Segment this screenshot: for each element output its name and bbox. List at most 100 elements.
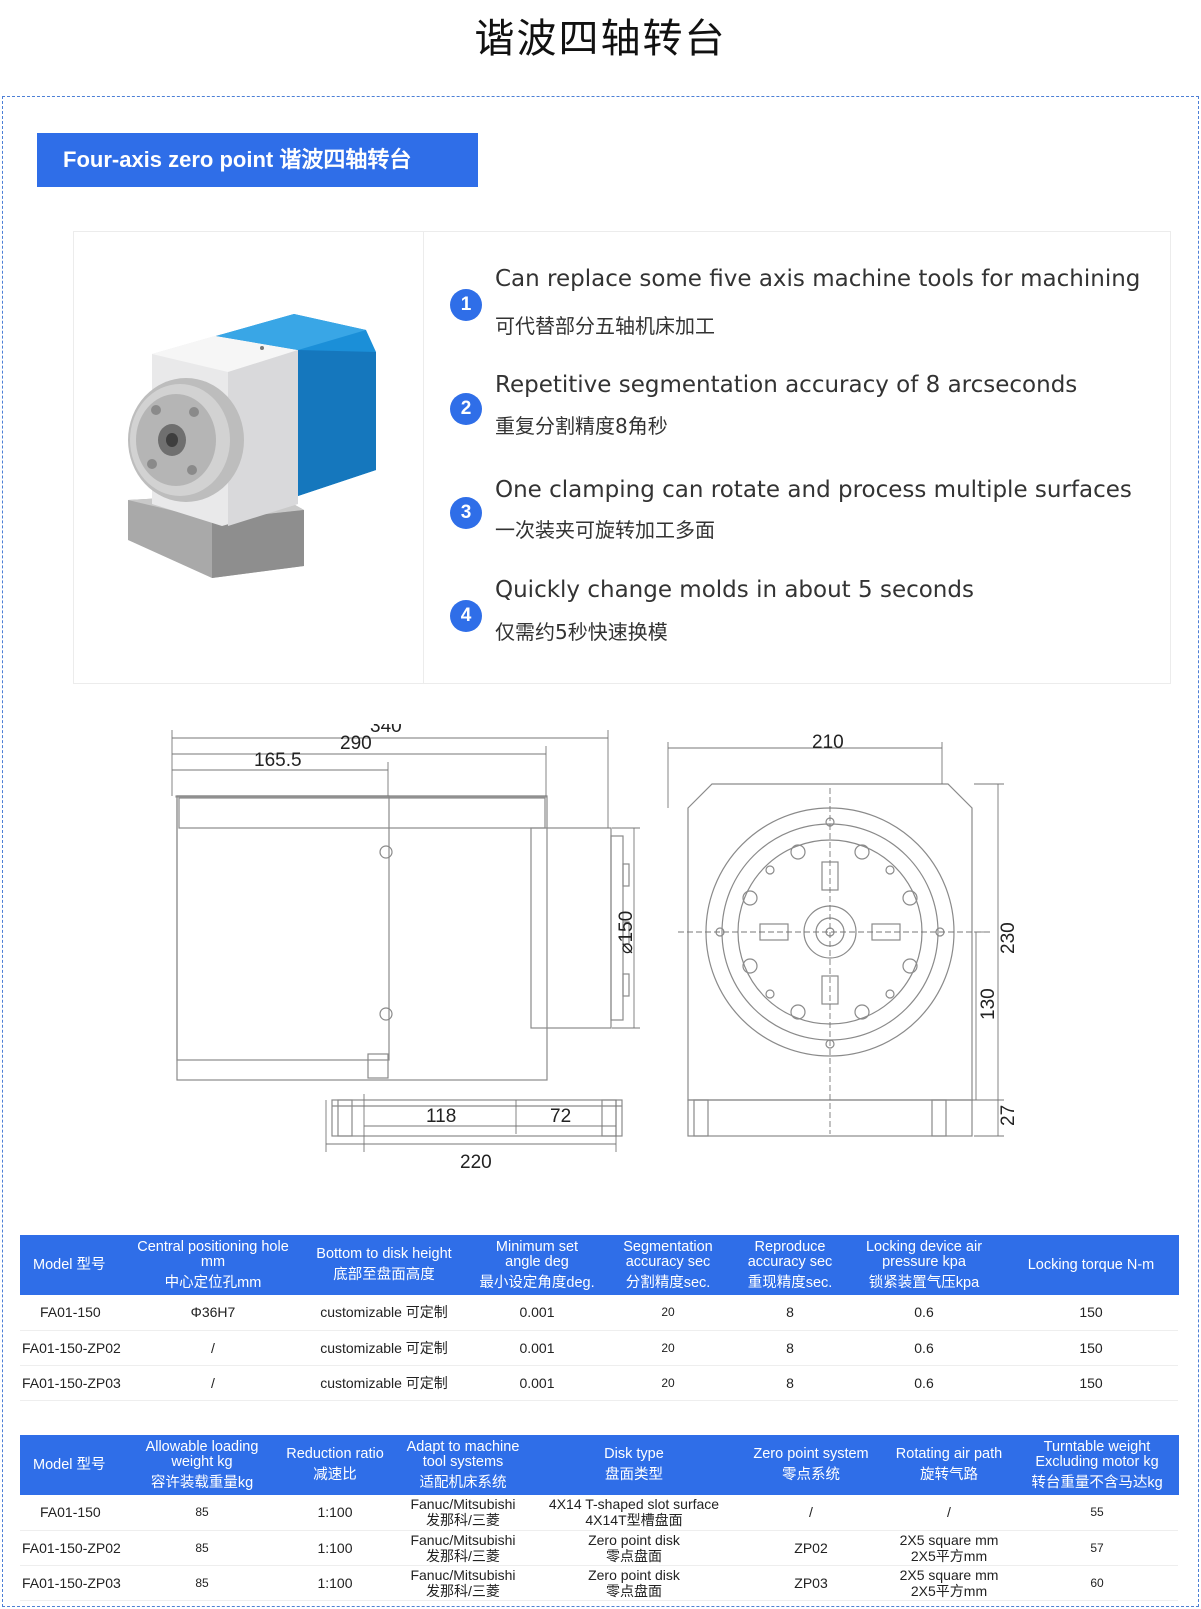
- feature-text-zh: 重复分割精度8角秒: [495, 414, 668, 438]
- cell: 85: [132, 1495, 272, 1531]
- col-header: Model 型号: [20, 1235, 133, 1295]
- cell: 0.001: [474, 1295, 600, 1331]
- cell: ZP02: [740, 1530, 882, 1566]
- feature-text-zh: 可代替部分五轴机床加工: [495, 314, 715, 338]
- cell: 8: [736, 1365, 844, 1401]
- dim-220: 220: [460, 1152, 492, 1173]
- cell: 85: [132, 1530, 272, 1566]
- content-frame: [2, 96, 1199, 1607]
- cell-model: FA01-150: [20, 1295, 132, 1331]
- cell: 150: [1004, 1295, 1178, 1331]
- cell: 1:100: [272, 1565, 398, 1601]
- cell: ZP03: [740, 1565, 882, 1601]
- cell: 20: [600, 1365, 736, 1401]
- cell: customizable 可定制: [294, 1295, 474, 1331]
- cell: 0.001: [474, 1330, 600, 1366]
- cell-model: FA01-150-ZP03: [20, 1365, 132, 1401]
- cell: customizable 可定制: [294, 1365, 474, 1401]
- cell: Φ36H7: [132, 1295, 294, 1331]
- cell-model: FA01-150-ZP02: [20, 1330, 132, 1366]
- cell: 85: [132, 1565, 272, 1601]
- cell: 20: [600, 1295, 736, 1331]
- cell: 0.6: [844, 1295, 1004, 1331]
- feature-panel: 1 Can replace some five axis machine too…: [73, 231, 1171, 684]
- dim-27: 27: [998, 1105, 1019, 1126]
- dim-130: 130: [978, 988, 999, 1020]
- number-badge: 4: [450, 600, 482, 632]
- product-image: [128, 314, 376, 578]
- feature-text-zh: 一次装夹可旋转加工多面: [495, 518, 715, 542]
- panel-divider: [423, 232, 424, 683]
- section-banner: Four-axis zero point 谐波四轴转台: [37, 133, 478, 187]
- table-row: FA01-150 Φ36H7 customizable 可定制 0.001 20…: [20, 1295, 1178, 1331]
- table-row: FA01-150-ZP02 / customizable 可定制 0.001 2…: [20, 1330, 1178, 1366]
- side-flange: [530, 827, 612, 1029]
- cell: /: [132, 1330, 294, 1366]
- side-base: [331, 1099, 623, 1137]
- table-row: FA01-150-ZP03 / customizable 可定制 0.001 2…: [20, 1365, 1178, 1401]
- cell-model: FA01-150-ZP02: [20, 1530, 132, 1566]
- cell-model: FA01-150-ZP03: [20, 1565, 132, 1601]
- cell: 150: [1004, 1365, 1178, 1401]
- dim-340: 340: [370, 724, 402, 737]
- cell: 57: [1016, 1530, 1178, 1566]
- cell: 1:100: [272, 1495, 398, 1531]
- dim-210: 210: [812, 732, 844, 753]
- dim-230: 230: [998, 922, 1019, 954]
- dim-290: 290: [340, 733, 372, 754]
- cell: /: [882, 1495, 1016, 1531]
- dim-118: 118: [426, 1106, 456, 1127]
- cell: 0.6: [844, 1365, 1004, 1401]
- dim-72: 72: [550, 1106, 571, 1127]
- cell-model: FA01-150: [20, 1495, 132, 1531]
- col-header: Locking torque N-m: [1004, 1235, 1179, 1295]
- number-badge: 2: [450, 393, 482, 425]
- feature-text-en: Repetitive segmentation accuracy of 8 ar…: [495, 372, 1078, 398]
- cell: 150: [1004, 1330, 1178, 1366]
- cell: 55: [1016, 1495, 1178, 1531]
- cell: /: [132, 1365, 294, 1401]
- cell: customizable 可定制: [294, 1330, 474, 1366]
- cell: 1:100: [272, 1530, 398, 1566]
- technical-drawing: 340 290 165.5 ⌀150 118 72 220 210 230 13…: [171, 724, 1019, 1173]
- side-body: [176, 795, 548, 1081]
- cell: 0.001: [474, 1365, 600, 1401]
- cell: /: [740, 1495, 882, 1531]
- number-badge: 1: [450, 289, 482, 321]
- cell: 8: [736, 1295, 844, 1331]
- cell: 8: [736, 1330, 844, 1366]
- feature-text-en: One clamping can rotate and process mult…: [495, 477, 1132, 503]
- col-header: Model 型号: [20, 1435, 133, 1495]
- cell: 60: [1016, 1565, 1178, 1601]
- dim-165-5: 165.5: [254, 750, 302, 771]
- feature-text-en: Can replace some five axis machine tools…: [495, 266, 1141, 292]
- cell: 20: [600, 1330, 736, 1366]
- number-badge: 3: [450, 497, 482, 529]
- dim-150: ⌀150: [616, 911, 637, 954]
